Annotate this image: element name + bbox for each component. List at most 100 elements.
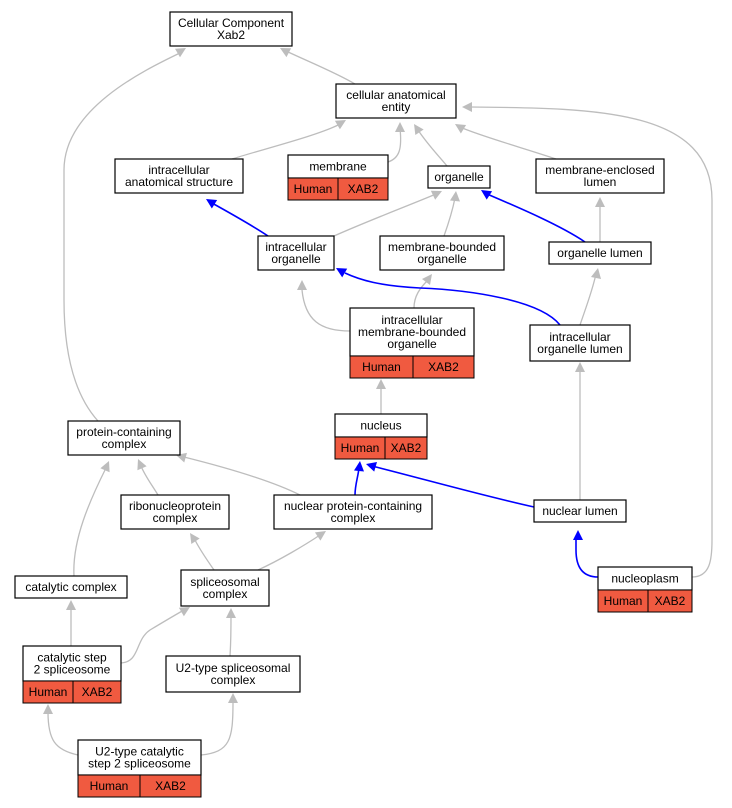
edge-line <box>413 279 429 309</box>
arrowhead-icon <box>66 600 76 610</box>
edge-intracellular-organelle-lumen-to-organelle-lumen <box>579 268 601 326</box>
edge-line <box>257 534 321 571</box>
edge-intracellular-membrane-bounded-organelle-to-membrane-bounded-organelle <box>413 274 432 309</box>
edge-nucleoplasm-to-cellular-anatomical-entity <box>462 102 713 578</box>
node-box <box>533 499 627 523</box>
edge-line <box>120 609 185 664</box>
node-intracellular-membrane-bounded-organelle[interactable]: intracellularmembrane-boundedorganelleHu… <box>349 307 475 379</box>
node-catalytic-complex[interactable]: catalytic complex <box>14 575 128 599</box>
arrowhead-icon <box>280 48 292 58</box>
node-organelle-lumen[interactable]: organelle lumen <box>548 241 652 265</box>
node-label: intracellular <box>381 313 442 327</box>
edge-intracellular-organelle-to-organelle <box>333 190 442 237</box>
edge-organelle-to-cellular-anatomical-entity <box>414 124 448 167</box>
node-label: nuclear lumen <box>542 504 617 518</box>
node-label: membrane <box>309 160 367 174</box>
arrowhead-icon <box>575 362 585 372</box>
edge-nuclear-lumen-to-intracellular-organelle-lumen <box>575 362 585 500</box>
arrowhead-icon <box>190 533 200 545</box>
node-label: organelle <box>434 170 484 184</box>
node-box <box>77 739 202 776</box>
arrowhead-icon <box>450 191 460 202</box>
node-label: complex <box>102 437 147 451</box>
edge-line <box>183 456 301 496</box>
edge-protein-containing-complex-to-cellular-component <box>63 48 186 422</box>
node-label: intracellular <box>148 163 209 177</box>
edge-line <box>301 289 351 332</box>
edge-catalytic-step-2-spliceosome-to-catalytic-complex <box>66 600 76 646</box>
edge-line <box>469 106 713 578</box>
edge-line <box>211 202 269 237</box>
arrowhead-icon <box>462 102 472 112</box>
node-label: complex <box>331 511 376 525</box>
gene-badge <box>139 774 202 798</box>
arrowhead-icon <box>226 608 236 618</box>
edge-line <box>63 51 183 422</box>
node-organelle[interactable]: organelle <box>427 165 491 189</box>
node-label: intracellular <box>549 330 610 344</box>
node-label: ribonucleoprotein <box>129 499 221 513</box>
edge-line <box>575 540 599 578</box>
edge-ribonucleoprotein-complex-to-protein-containing-complex <box>137 459 159 496</box>
node-nuclear-lumen[interactable]: nuclear lumen <box>533 499 627 523</box>
node-label: cellular anatomical <box>346 88 445 102</box>
arrowhead-icon <box>422 274 432 285</box>
arrowhead-icon <box>591 268 601 279</box>
arrowhead-icon <box>314 531 326 541</box>
arrowhead-icon <box>376 379 386 389</box>
gene-label: XAB2 <box>155 779 186 793</box>
edge-nuclear-protein-containing-complex-to-protein-containing-complex <box>176 452 301 496</box>
edge-nucleus-to-intracellular-membrane-bounded-organelle <box>376 379 386 414</box>
node-box <box>335 83 457 119</box>
arrowhead-icon <box>455 124 467 134</box>
arrowhead-icon <box>573 530 583 540</box>
node-label: catalytic step <box>37 651 107 665</box>
node-box <box>169 11 293 47</box>
species-label: Human <box>604 594 643 608</box>
node-label: protein-containing <box>76 425 171 439</box>
edge-cellular-anatomical-entity-to-cellular-component <box>280 48 356 85</box>
edge-nuclear-protein-containing-complex-to-nucleus <box>354 461 364 496</box>
edge-organelle-lumen-to-organelle <box>481 190 586 243</box>
node-label: U2-type spliceosomal <box>176 661 291 675</box>
node-box <box>349 307 475 357</box>
arrowhead-icon <box>336 268 348 278</box>
edge-spliceosomal-complex-to-ribonucleoprotein-complex <box>190 533 215 571</box>
edge-u2-type-spliceosomal-complex-to-spliceosomal-complex <box>226 608 236 657</box>
edge-membrane-enclosed-lumen-to-cellular-anatomical-entity <box>455 124 557 160</box>
gene-badge <box>384 436 428 460</box>
node-box <box>165 655 301 693</box>
gene-badge <box>72 680 122 704</box>
edge-u2-type-catalytic-step-2-spliceosome-to-u2-type-spliceosomal-complex <box>200 693 238 756</box>
node-label: organelle <box>271 252 321 266</box>
node-label: membrane-bounded <box>358 325 466 339</box>
edge-line <box>486 193 586 243</box>
node-box <box>548 241 652 265</box>
species-label: Human <box>90 779 129 793</box>
node-label: nucleus <box>360 419 401 433</box>
arrowhead-icon <box>395 122 405 132</box>
node-label: organelle lumen <box>557 246 642 260</box>
node-label: complex <box>153 511 198 525</box>
node-box <box>535 158 665 194</box>
node-box <box>114 158 244 194</box>
node-label: entity <box>382 100 411 114</box>
